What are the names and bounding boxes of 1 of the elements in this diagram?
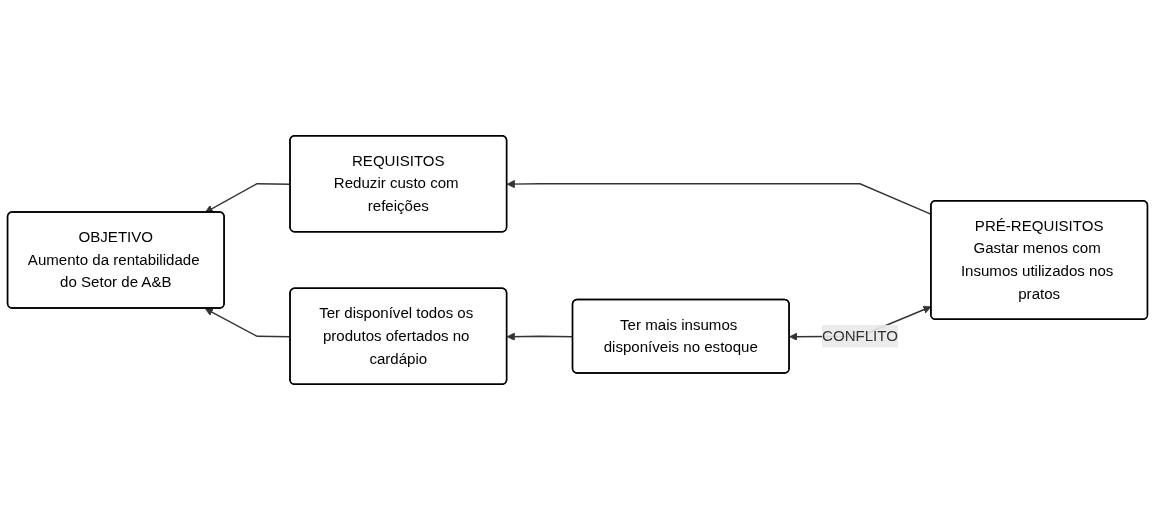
edge-label: CONFLITO	[822, 327, 898, 344]
